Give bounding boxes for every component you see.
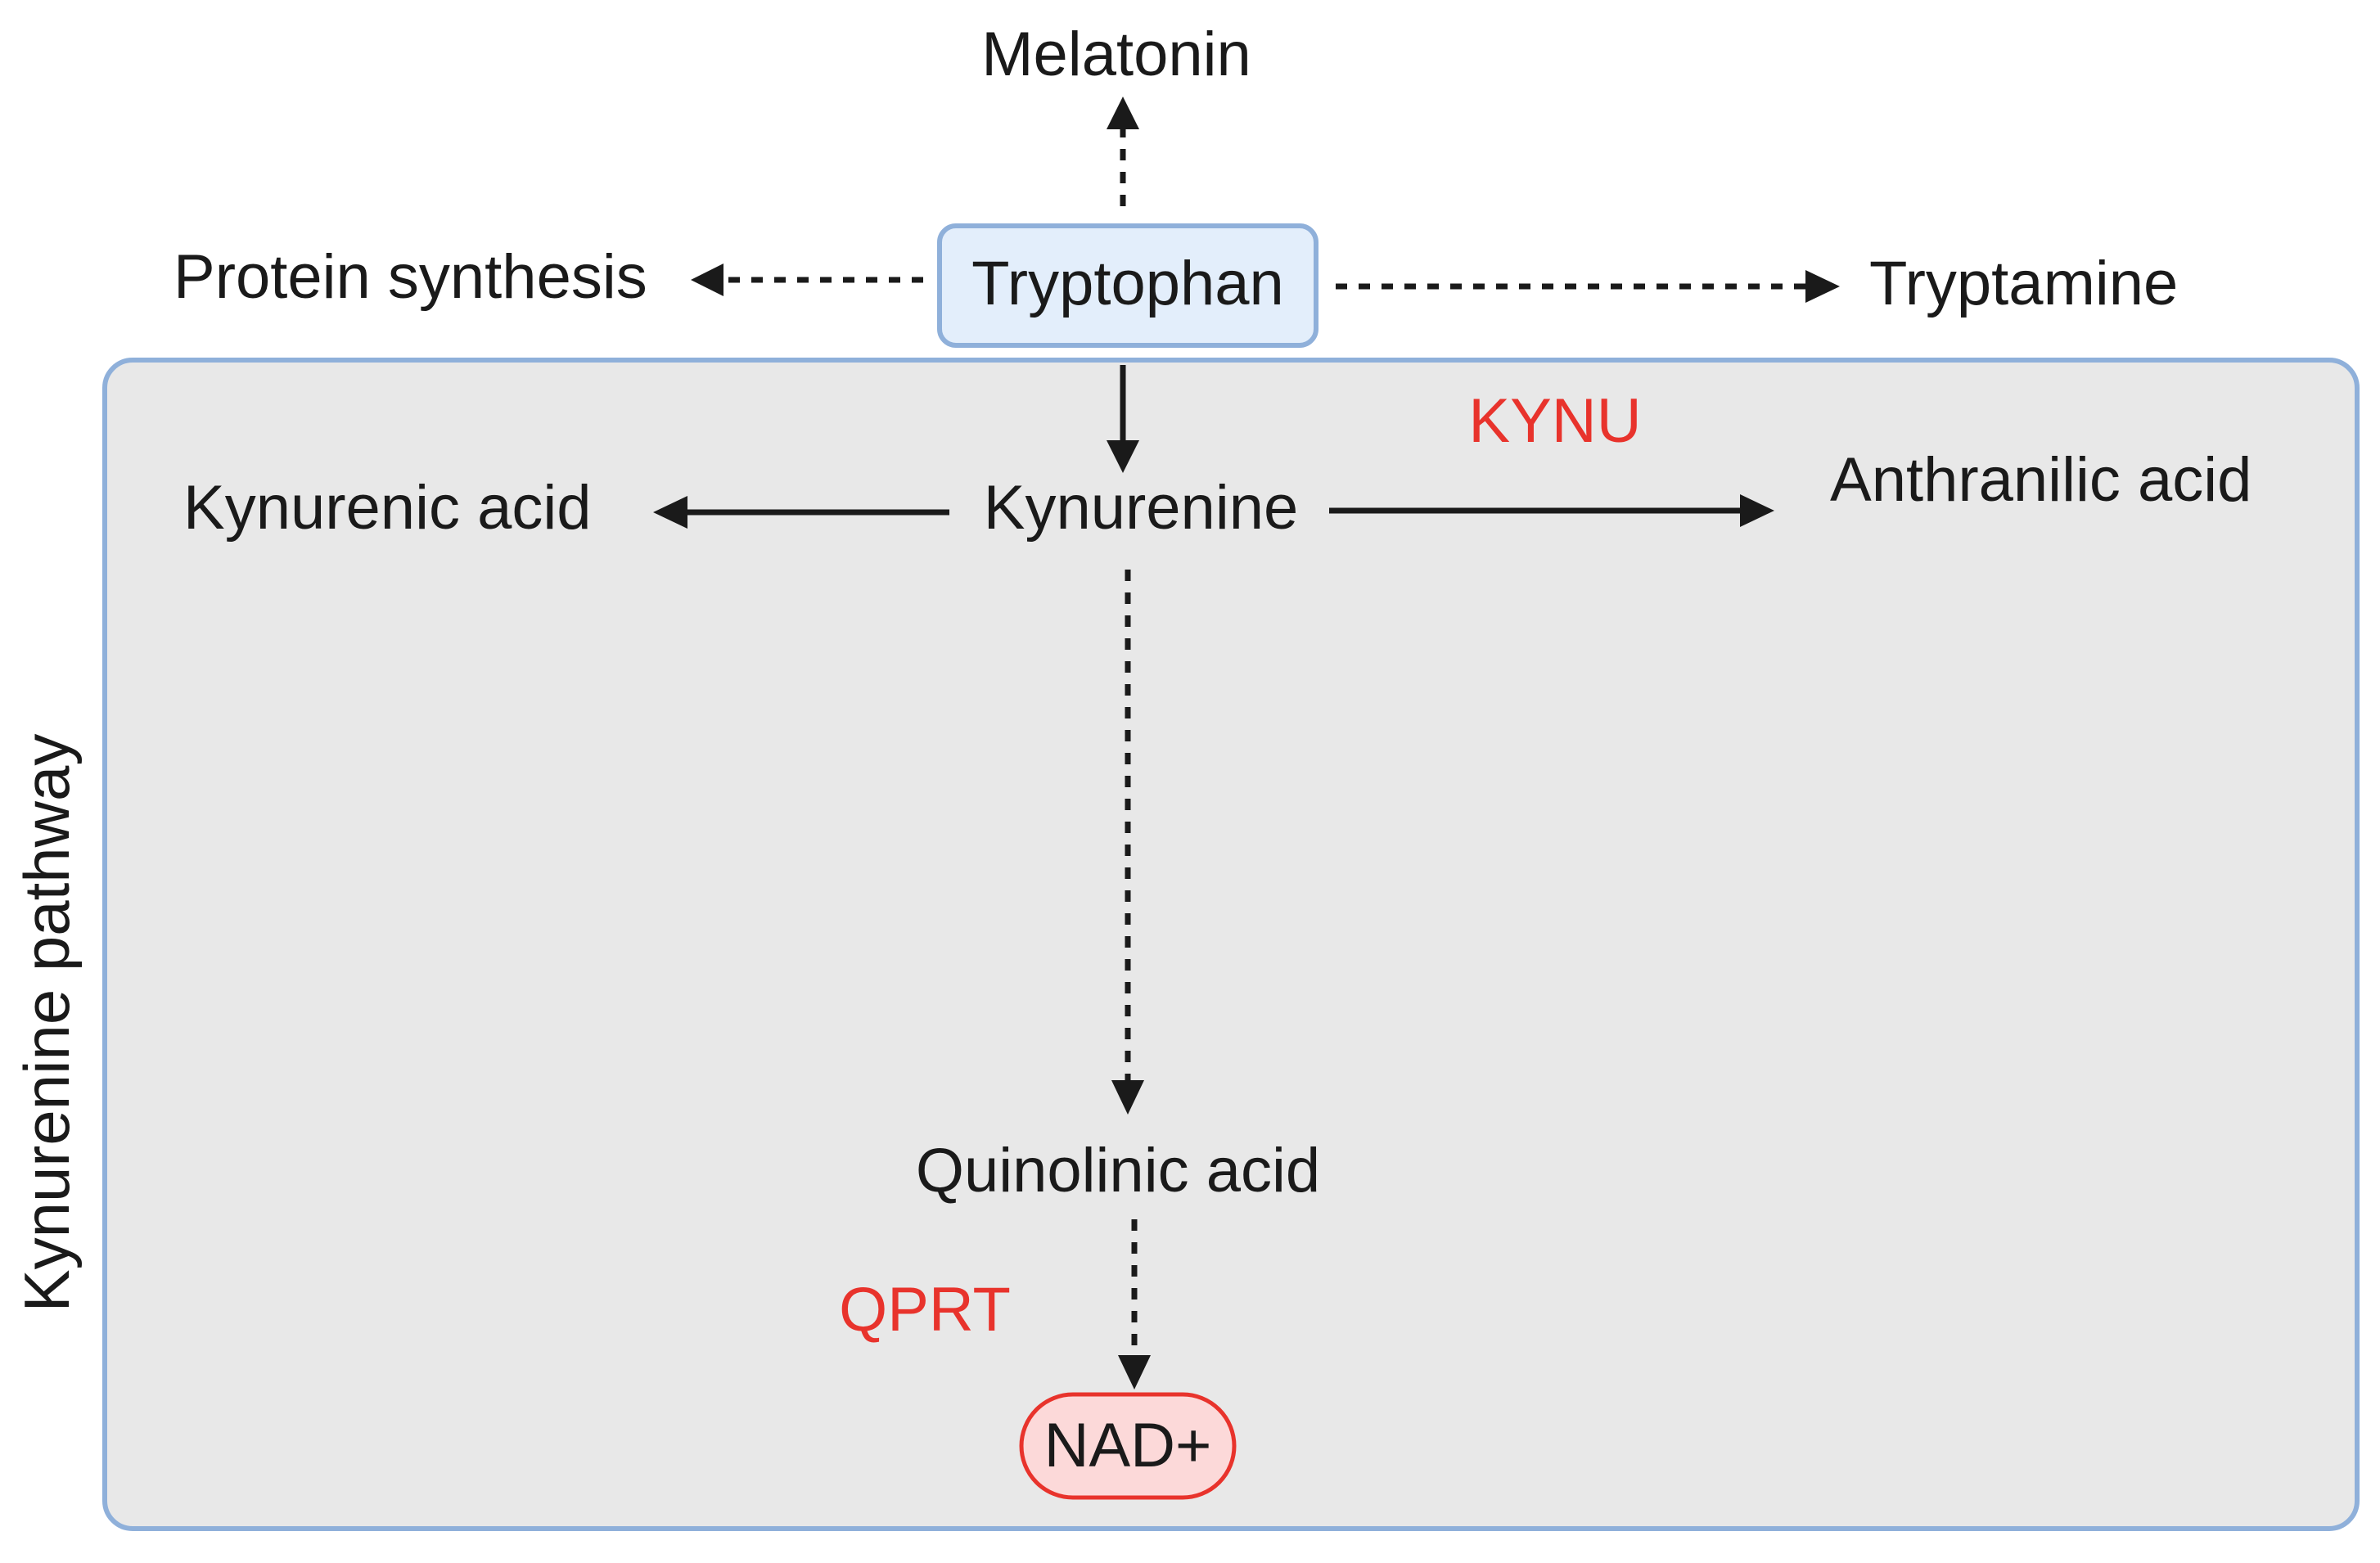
arrowhead-kynurenic-acid <box>653 496 687 529</box>
arrowhead-melatonin <box>1107 97 1139 129</box>
kynurenine-label: Kynurenine <box>984 473 1299 543</box>
kynurenic-acid-label: Kynurenic acid <box>183 473 592 543</box>
quinolinic-acid-label: Quinolinic acid <box>916 1136 1320 1205</box>
anthranilic-acid-label: Anthranilic acid <box>1830 445 2252 515</box>
protein-synthesis-label: Protein synthesis <box>174 242 647 312</box>
arrowhead-tryptamine <box>1805 270 1840 303</box>
nad-pill <box>1019 1392 1237 1500</box>
tryptophan-label: Tryptophan <box>971 249 1284 318</box>
kynu-enzyme-label: KYNU <box>1468 386 1641 456</box>
nad-label: NAD+ <box>1044 1411 1212 1480</box>
tryptamine-label: Tryptamine <box>1869 249 2178 318</box>
arrowhead-anthranilic-acid <box>1740 494 1774 527</box>
arrowhead-protein-synthesis <box>691 264 723 296</box>
arrowhead-kynurenine <box>1107 440 1139 473</box>
arrowhead-nad <box>1118 1355 1151 1390</box>
melatonin-label: Melatonin <box>981 20 1251 89</box>
arrowhead-quinolinic-acid <box>1111 1080 1144 1115</box>
pathway-title: Kynurenine pathway <box>11 734 83 1313</box>
pathway-box <box>102 358 2360 1531</box>
qprt-enzyme-label: QPRT <box>839 1275 1011 1345</box>
tryptophan-box <box>937 223 1318 348</box>
